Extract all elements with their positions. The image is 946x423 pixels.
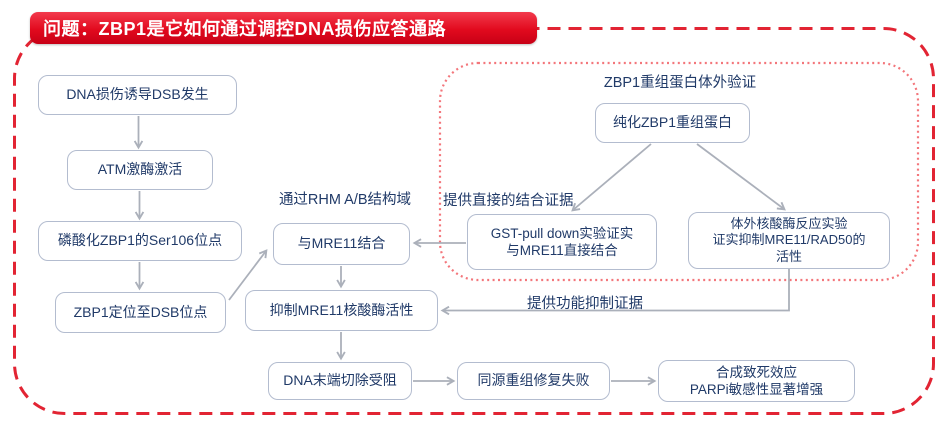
node-label: 与MRE11结合 [297, 235, 386, 252]
label-rhm-domain: 通过RHM A/B结构域 [278, 192, 412, 208]
question-banner: 问题：ZBP1是它如何通过调控DNA损伤应答通路 [30, 12, 537, 44]
node-label: DNA损伤诱导DSB发生 [66, 86, 209, 103]
node-mre11-nuclease-inhibition: 抑制MRE11核酸酶活性 [245, 290, 438, 331]
node-purified-zbp1: 纯化ZBP1重组蛋白 [595, 103, 750, 143]
node-mre11-binding: 与MRE11结合 [273, 223, 410, 265]
node-atm-activation: ATM激酶激活 [67, 150, 213, 190]
node-label-line1: GST-pull down实验证实 [490, 225, 634, 241]
node-label-line1: 合成致死效应 [716, 364, 797, 380]
node-label-line1: 体外核酸酶反应实验 [730, 215, 848, 231]
node-label: ZBP1定位至DSB位点 [73, 303, 208, 320]
conn-purify-gst [571, 143, 652, 212]
node-end-resection-blocked: DNA末端切除受阻 [268, 362, 412, 400]
label-inset-title: ZBP1重组蛋白体外验证 [603, 75, 757, 91]
node-gst-pulldown: GST-pull down实验证实 与MRE11直接结合 [467, 214, 657, 270]
node-label: DNA末端切除受阻 [283, 372, 397, 389]
node-label-line2: 与MRE11直接结合 [506, 243, 618, 258]
node-label: 抑制MRE11核酸酶活性 [269, 301, 414, 318]
node-label-line2: 证实抑制MRE11/RAD50的 [712, 232, 866, 248]
node-dna-damage-dsb: DNA损伤诱导DSB发生 [38, 75, 237, 115]
node-label: 磷酸化ZBP1的Ser106位点 [57, 232, 223, 249]
node-hr-repair-failure: 同源重组修复失败 [457, 362, 610, 400]
node-zbp1-localization: ZBP1定位至DSB位点 [55, 292, 226, 333]
node-nuclease-assay: 体外核酸酶反应实验 证实抑制MRE11/RAD50的 活性 [688, 212, 890, 269]
conn-purify-nuclease [696, 143, 786, 211]
node-label-line3: 活性 [775, 248, 802, 264]
label-functional-inhibition-evidence: 提供功能抑制证据 [527, 296, 643, 312]
node-label: 纯化ZBP1重组蛋白 [612, 114, 732, 131]
conn-loc-bind [228, 249, 268, 301]
inset-dotted-border [438, 61, 920, 282]
node-zbp1-phosphorylation: 磷酸化ZBP1的Ser106位点 [38, 221, 242, 261]
node-label: ATM激酶激活 [97, 161, 183, 178]
node-synthetic-lethality: 合成致死效应 PARPi敏感性显著增强 [658, 360, 855, 402]
conn-nuclease-inhibit [440, 269, 790, 316]
node-label-line2: PARPi敏感性显著增强 [689, 382, 824, 397]
question-banner-title: 问题：ZBP1是它如何通过调控DNA损伤应答通路 [43, 19, 447, 39]
label-direct-binding-evidence: 提供直接的结合证据 [443, 193, 574, 209]
node-label: 同源重组修复失败 [477, 372, 590, 389]
